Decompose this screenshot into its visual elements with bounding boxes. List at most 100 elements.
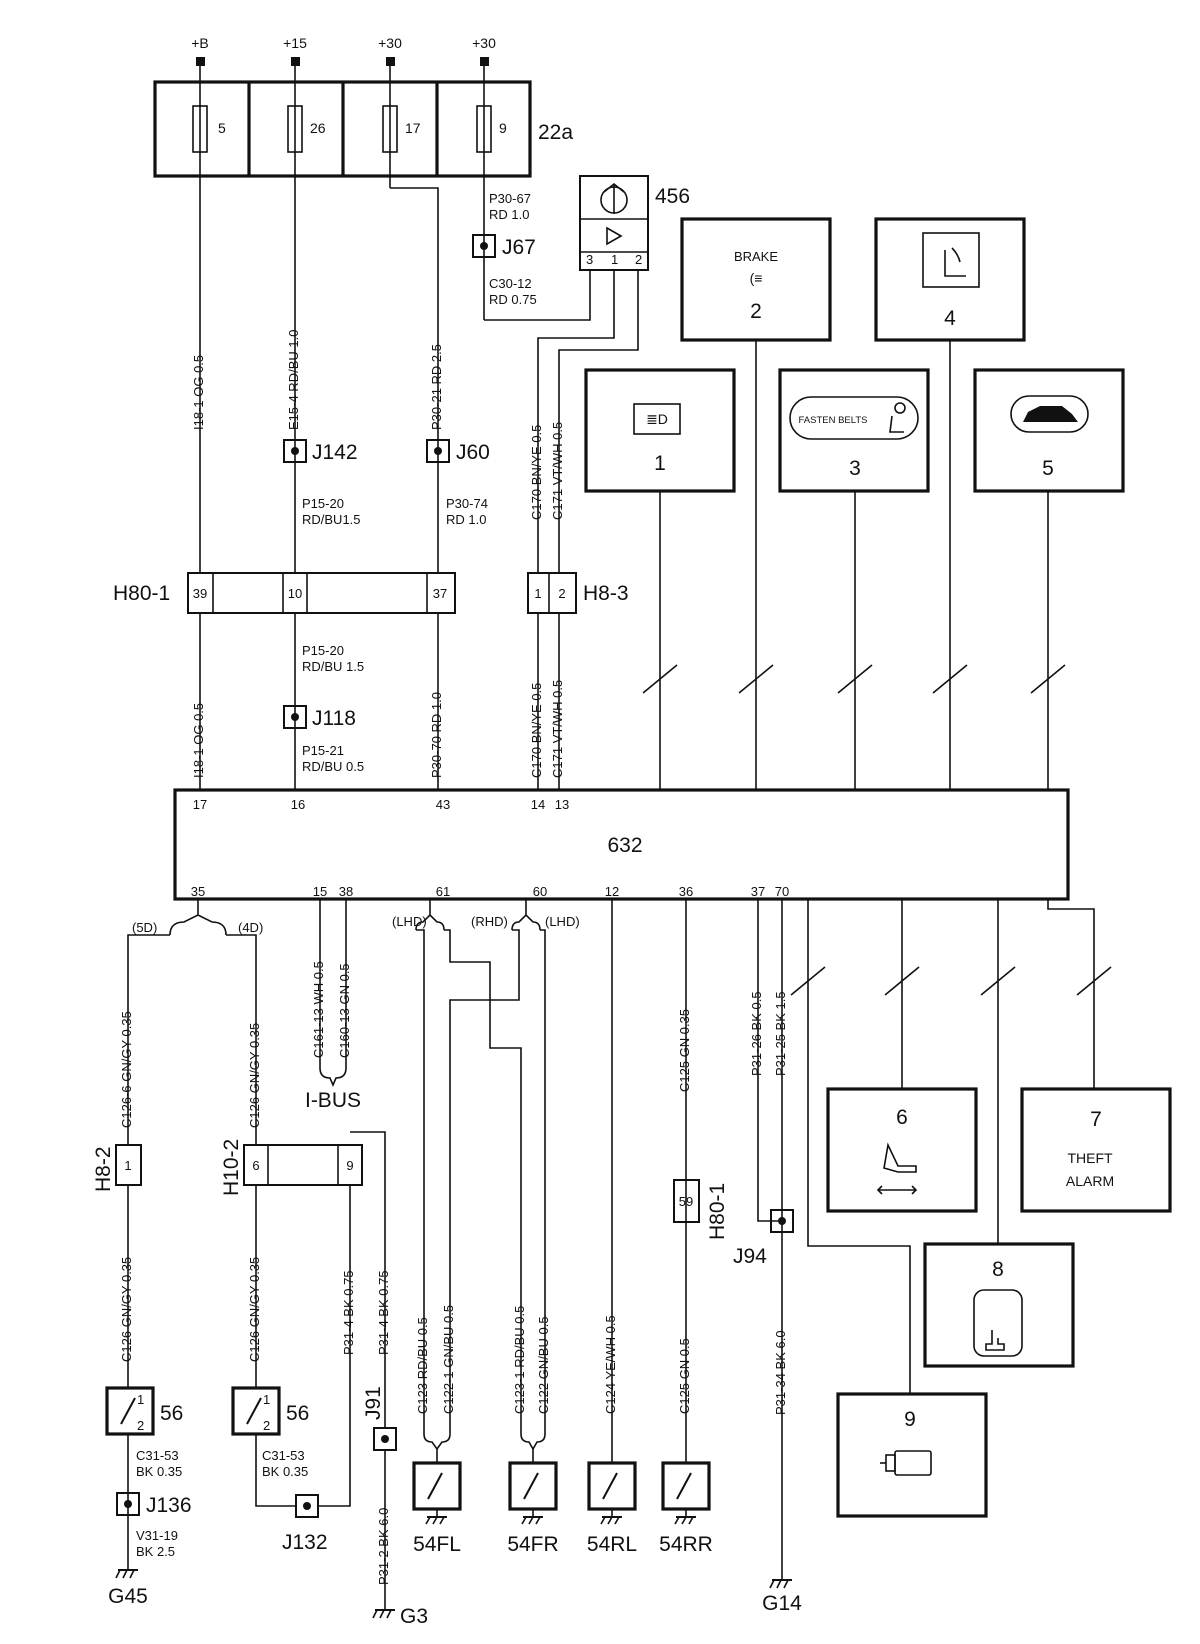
svg-text:V31-19: V31-19 [136,1528,178,1543]
svg-text:≣D: ≣D [646,411,668,427]
svg-text:P15-20: P15-20 [302,643,344,658]
supply-label: +B [191,35,209,51]
svg-text:I-BUS: I-BUS [305,1089,361,1112]
fuse-number: 26 [310,120,326,136]
svg-text:3: 3 [586,252,593,267]
junction-j67: J67 [472,234,536,259]
svg-text:P31-25 BK 1.5: P31-25 BK 1.5 [773,991,788,1076]
svg-text:H10-2: H10-2 [220,1139,243,1196]
svg-text:H8-3: H8-3 [583,582,629,605]
unit-3-fasten-belts: FASTEN BELTS 3 [778,368,930,493]
svg-text:39: 39 [193,586,207,601]
svg-text:15: 15 [313,884,327,899]
svg-text:16: 16 [291,797,305,812]
svg-text:THEFT: THEFT [1067,1150,1113,1166]
svg-text:BRAKE: BRAKE [734,249,778,264]
svg-text:1: 1 [263,1392,270,1407]
svg-text:35: 35 [191,884,205,899]
svg-text:70: 70 [775,884,789,899]
svg-text:C30-12: C30-12 [489,276,532,291]
ground-g45: G45 [108,1569,148,1608]
svg-text:P31-4 BK 0.75: P31-4 BK 0.75 [341,1270,356,1355]
svg-text:456: 456 [655,185,690,208]
svg-text:37: 37 [751,884,765,899]
svg-text:C170 BN/YE 0.5: C170 BN/YE 0.5 [529,683,544,778]
svg-text:C122 GN/BU 0.5: C122 GN/BU 0.5 [536,1316,551,1414]
svg-text:P30-70 RD 1.0: P30-70 RD 1.0 [429,692,444,778]
switch-56-right: 1 2 56 [231,1386,309,1436]
svg-text:60: 60 [533,884,547,899]
svg-text:BK 0.35: BK 0.35 [262,1464,308,1479]
svg-text:C126-6 GN/GY 0.35: C126-6 GN/GY 0.35 [119,1011,134,1128]
connector-h80-1-lower: 59 H80-1 [673,1179,729,1240]
svg-text:P30-21 RD 2.5: P30-21 RD 2.5 [429,344,444,430]
ground-g3: G3 [372,1605,428,1628]
svg-text:P15-20: P15-20 [302,496,344,511]
svg-text:4: 4 [944,307,956,330]
connector-h80-1: 39 10 37 H80-1 [113,572,456,614]
svg-text:C170 BN/YE 0.5: C170 BN/YE 0.5 [529,425,544,520]
svg-text:H8-2: H8-2 [92,1146,115,1192]
svg-text:56: 56 [160,1402,183,1425]
svg-text:J132: J132 [282,1531,328,1554]
fuse-number: 9 [499,120,507,136]
svg-text:2: 2 [635,252,642,267]
supply-terminals: +B +15 +30 +30 [191,35,496,66]
svg-text:C126 GN/GY 0.35: C126 GN/GY 0.35 [247,1023,262,1128]
switch-54rr: 54RR [659,1461,713,1556]
unit-8: 8 [923,1242,1075,1368]
unit-1: ≣D 1 [584,368,736,493]
control-unit-632: 632 17 16 43 14 13 35 15 38 61 60 12 36 … [173,788,1070,901]
svg-text:(≡: (≡ [750,270,763,286]
svg-text:J136: J136 [146,1494,192,1517]
connector-h10-2: 6 9 H10-2 [220,1139,363,1196]
svg-text:P31-34 BK 6.0: P31-34 BK 6.0 [773,1330,788,1415]
unit-4: 4 [874,217,1026,342]
unit-9: 9 [836,1392,988,1518]
svg-text:(LHD): (LHD) [392,914,427,929]
svg-text:H80-1: H80-1 [706,1183,729,1240]
svg-text:H80-1: H80-1 [113,582,170,605]
svg-text:C125 GN 0.35: C125 GN 0.35 [677,1009,692,1092]
svg-text:1: 1 [124,1158,131,1173]
svg-text:3: 3 [849,457,861,480]
svg-text:5: 5 [1042,457,1054,480]
svg-text:7: 7 [1090,1108,1102,1131]
svg-text:C122-1 GN/BU 0.5: C122-1 GN/BU 0.5 [441,1305,456,1414]
svg-text:C123 RD/BU 0.5: C123 RD/BU 0.5 [415,1317,430,1414]
svg-text:RD/BU 1.5: RD/BU 1.5 [302,659,364,674]
svg-text:36: 36 [679,884,693,899]
fuse-number: 5 [218,120,226,136]
svg-text:BK 2.5: BK 2.5 [136,1544,175,1559]
switch-54rl: 54RL [587,1461,637,1556]
svg-text:54FL: 54FL [413,1533,461,1556]
switch-54fl: 54FL [412,1461,462,1556]
svg-text:RD 0.75: RD 0.75 [489,292,537,307]
svg-text:(LHD): (LHD) [545,914,580,929]
svg-text:C160-13 GN 0.5: C160-13 GN 0.5 [337,963,352,1058]
svg-text:1: 1 [534,586,541,601]
svg-text:P15-21: P15-21 [302,743,344,758]
junction-j118: J118 [283,705,356,730]
svg-text:(RHD): (RHD) [471,914,508,929]
svg-text:61: 61 [436,884,450,899]
svg-text:9: 9 [904,1408,916,1431]
junction-j60: J60 [426,439,490,464]
fuse-box-id: 22a [538,121,573,144]
svg-text:C126 GN/GY 0.35: C126 GN/GY 0.35 [247,1257,262,1362]
svg-text:1: 1 [137,1392,144,1407]
svg-text:G45: G45 [108,1585,148,1608]
svg-text:RD 1.0: RD 1.0 [489,207,529,222]
switch-56-left: 1 2 56 [105,1386,183,1436]
svg-text:J60: J60 [456,441,490,464]
switch-54fr: 54FR [507,1461,559,1556]
svg-text:P31-2 BK 6.0: P31-2 BK 6.0 [376,1508,391,1585]
junction-j94: J94 [733,1209,794,1268]
svg-text:BK 0.35: BK 0.35 [136,1464,182,1479]
svg-text:2: 2 [263,1418,270,1433]
svg-text:C171 VT/WH 0.5: C171 VT/WH 0.5 [550,422,565,520]
junction-j136: J136 [116,1492,192,1517]
svg-text:P31-26 BK 0.5: P31-26 BK 0.5 [749,991,764,1076]
